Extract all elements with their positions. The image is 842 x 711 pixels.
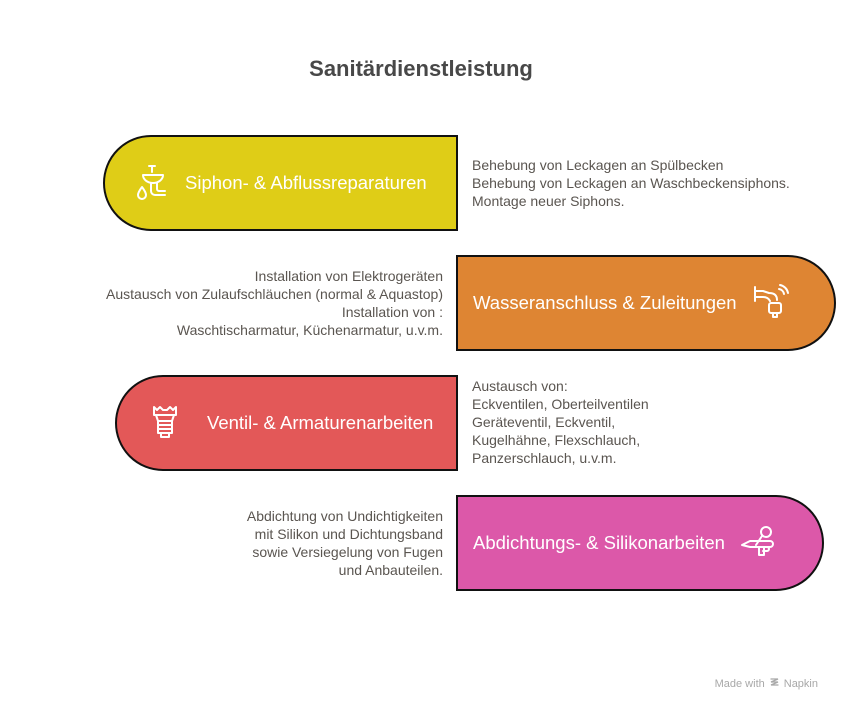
silicone-gun-icon xyxy=(739,523,779,563)
item-description: Abdichtung von Undichtigkeiten mit Silik… xyxy=(246,508,443,578)
item-description: Installation von Elektrogeräten Austausc… xyxy=(106,268,443,338)
faucet-smart-icon xyxy=(751,283,791,323)
napkin-logo-icon xyxy=(769,677,780,691)
valve-fitting-icon xyxy=(145,403,185,443)
item-label: Ventil- & Armaturenarbeiten xyxy=(207,412,434,433)
item-water-connection: Wasseranschluss & Zuleitungen xyxy=(456,255,836,351)
sink-drain-icon xyxy=(133,163,173,203)
item-description: Austausch von: Eckventilen, Oberteilvent… xyxy=(472,378,649,466)
diagram-title: Sanitärdienstleistung xyxy=(309,56,533,81)
item-sealing-silicone: Abdichtungs- & Silikonarbeiten xyxy=(456,495,824,591)
item-siphon-repairs: Siphon- & Abflussreparaturen xyxy=(103,135,458,231)
made-with-text: Made with xyxy=(714,678,765,690)
item-label: Siphon- & Abflussreparaturen xyxy=(185,172,427,193)
napkin-brand-text: Napkin xyxy=(783,678,818,690)
item-label: Wasseranschluss & Zuleitungen xyxy=(473,292,737,313)
item-label: Abdichtungs- & Silikonarbeiten xyxy=(473,532,725,553)
item-valve-fittings: Ventil- & Armaturenarbeiten xyxy=(115,375,458,471)
item-description: Behebung von Leckagen an Spülbecken Behe… xyxy=(472,157,790,209)
napkin-watermark: Made with Napkin xyxy=(715,677,818,691)
